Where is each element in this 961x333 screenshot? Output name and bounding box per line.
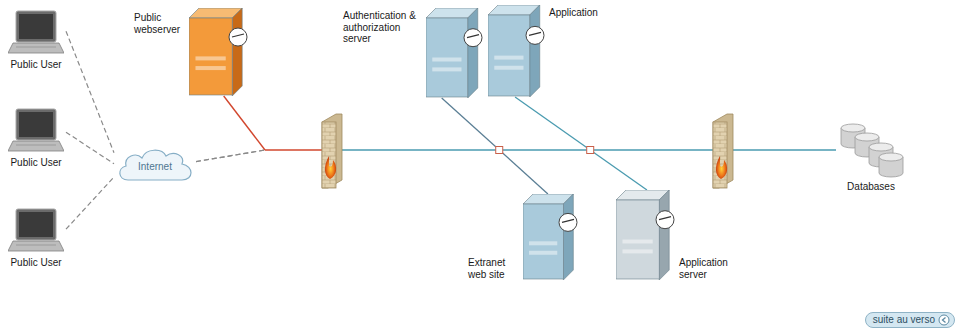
node-icon — [189, 8, 249, 96]
auth-server: Authentication & authorization server — [343, 8, 484, 98]
node-icon — [523, 194, 579, 280]
arrow-icon — [938, 314, 950, 326]
laptop-user: Public User — [6, 10, 66, 71]
internet-cloud: Internet — [114, 144, 196, 188]
node-label: Application — [549, 5, 611, 19]
button-label: suite au verso — [873, 314, 935, 326]
node-label: Databases — [836, 181, 906, 193]
node-label: Public User — [6, 157, 66, 169]
node-icon — [837, 122, 905, 178]
link-segment — [66, 177, 114, 229]
network-link — [442, 98, 548, 194]
node-label: Public User — [6, 59, 66, 71]
firewall — [322, 114, 342, 188]
network-link — [196, 96, 265, 162]
web-server: Public webserver — [134, 8, 249, 96]
node-icon — [8, 10, 64, 56]
link-segment — [196, 150, 265, 162]
application-server: Application — [488, 5, 611, 97]
node-label: Authentication & authorization server — [343, 8, 423, 45]
node-icon — [488, 5, 546, 97]
application-server: Application server — [616, 190, 735, 280]
node-label: Extranet web site — [468, 257, 520, 280]
node-label: Application server — [679, 257, 735, 280]
link-segment — [224, 96, 265, 150]
network-link — [196, 150, 836, 162]
network-link — [66, 177, 114, 229]
firewall — [713, 114, 733, 188]
database-stack: Databases — [836, 122, 906, 193]
cloud-label: Internet — [114, 144, 196, 188]
laptop-user: Public User — [6, 208, 66, 269]
node-label: Public User — [6, 257, 66, 269]
link-segment — [66, 132, 114, 164]
network-link — [515, 97, 647, 190]
node-icon — [616, 190, 676, 280]
extranet-server: Extranet web site — [468, 194, 579, 280]
junction-marker — [587, 147, 594, 154]
laptop-user: Public User — [6, 108, 66, 169]
link-segment — [442, 98, 548, 194]
link-segment — [196, 150, 265, 162]
junction-marker — [496, 147, 503, 154]
network-link — [66, 132, 114, 164]
link-segment — [66, 31, 114, 153]
link-segment — [331, 149, 836, 150]
node-icon — [8, 208, 64, 254]
node-icon — [426, 8, 484, 98]
node-label: Public webserver — [134, 8, 186, 35]
network-link — [66, 31, 114, 153]
node-icon — [8, 108, 64, 154]
link-segment — [515, 97, 647, 190]
link-segment — [265, 149, 331, 150]
nav-button: suite au verso — [865, 312, 955, 328]
